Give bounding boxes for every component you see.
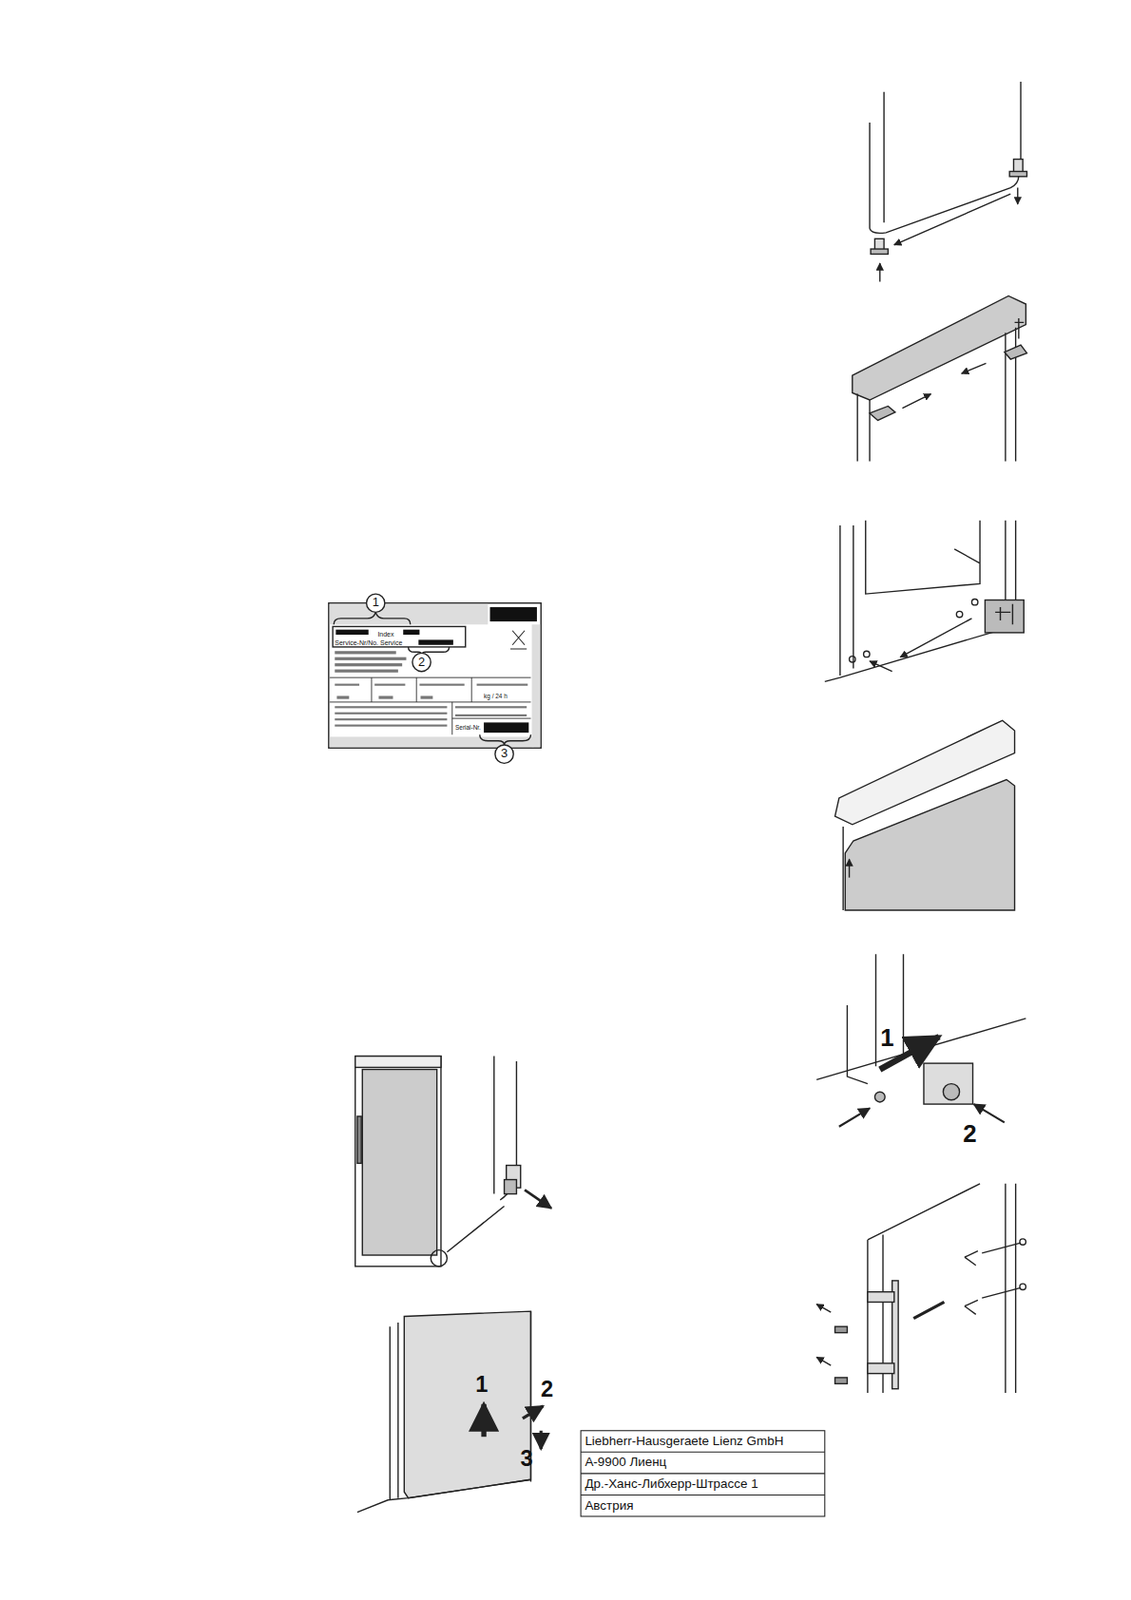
door-top-figure — [835, 720, 1016, 911]
top-cover-figure — [852, 295, 1028, 461]
step-number: 1 — [475, 1372, 488, 1398]
address-cell: Liebherr-Hausgeraete Lienz GmbH — [584, 1435, 784, 1450]
callout-number: 2 — [418, 655, 425, 670]
plate-field: kg / 24 h — [483, 693, 508, 701]
fridge-figure — [355, 1056, 552, 1267]
callout-number: 1 — [372, 596, 380, 611]
step-number: 2 — [962, 1120, 977, 1148]
step-number: 3 — [520, 1447, 534, 1473]
cabinet-hinge-figure — [824, 520, 1024, 683]
base-panel-figure — [357, 1311, 543, 1514]
address-cell: Др.-Ханс-Либхерр-Штрассе 1 — [584, 1477, 758, 1493]
hinge-step-figure — [816, 954, 1026, 1128]
address-cell: A-9900 Лиенц — [584, 1456, 667, 1471]
plate-field: Serial-Nr. — [455, 724, 481, 731]
door-handle-figure — [816, 1184, 1026, 1394]
plate-field: Index — [377, 630, 394, 638]
callout-number: 3 — [500, 747, 508, 762]
plate-field: Service-Nr/No. Service — [334, 639, 403, 648]
door-pin-figure — [869, 81, 1027, 283]
rating-plate — [328, 594, 541, 764]
address-cell: Австрия — [584, 1498, 633, 1514]
step-number: 1 — [880, 1024, 894, 1052]
step-number: 2 — [540, 1378, 554, 1403]
address-table — [580, 1431, 825, 1517]
